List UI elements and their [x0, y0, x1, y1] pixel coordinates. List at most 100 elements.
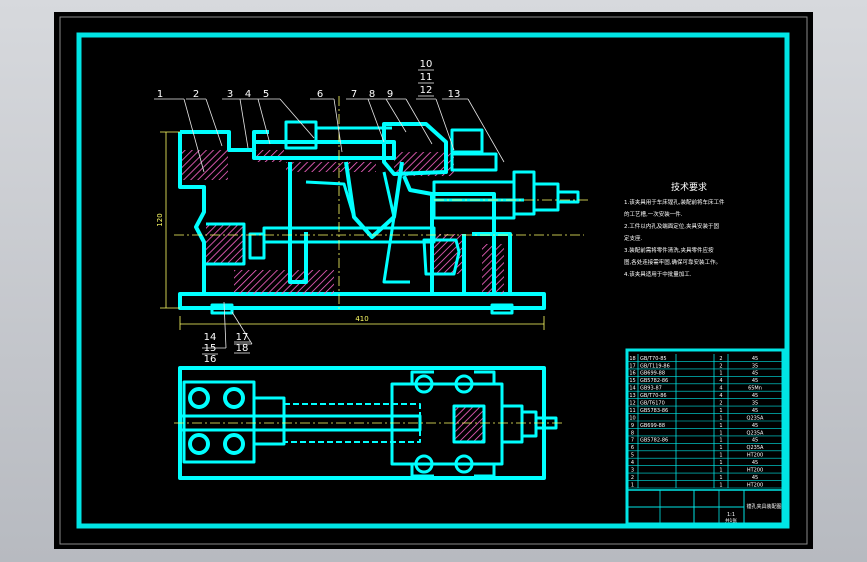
part-label-10: 10 — [420, 59, 433, 70]
upper-shaft — [252, 140, 396, 160]
parts-list-cell-qty: 1 — [719, 453, 722, 459]
part-label-18: 18 — [236, 343, 249, 354]
parts-list-cell-code: GB699-88 — [640, 371, 665, 377]
parts-list-cell-no: 9 — [631, 423, 634, 429]
section-hatch-1 — [182, 150, 228, 180]
parts-list-cell-qty: 4 — [719, 378, 722, 384]
parts-list-cell-no: 14 — [629, 386, 635, 392]
parts-list-cell-code: GB/T70-85 — [640, 356, 667, 362]
parts-list-cell-mat: Q235A — [747, 430, 764, 436]
parts-list-cell-mat: 45 — [752, 393, 758, 399]
part-leaders — [154, 98, 505, 349]
title-block-scale: 1:1 — [727, 512, 735, 518]
parts-list-cell-qty: 1 — [719, 438, 722, 444]
front-section-view — [178, 120, 580, 315]
parts-list-cell-qty: 4 — [719, 386, 722, 392]
parts-list-cell-qty: 2 — [719, 401, 722, 407]
spindle-end — [556, 190, 580, 204]
parts-list-cell-no: 2 — [631, 475, 634, 481]
parts-list-cell-code: GB699-88 — [640, 423, 665, 429]
base-plate — [178, 292, 546, 310]
parts-list-cell-no: 15 — [629, 378, 635, 384]
tech-line-1: 1.该夹具用于车床镗孔,装配前将车床工件 — [624, 198, 725, 206]
parts-list-cell-mat: HT200 — [747, 453, 763, 459]
parts-list-cell-no: 11 — [629, 408, 635, 414]
parts-list-cell-mat: 45 — [752, 408, 758, 414]
part-label-6: 6 — [317, 89, 323, 100]
part-number-labels: 1 2 3 4 5 6 7 8 9 10 11 12 13 14 15 16 1… — [157, 59, 461, 365]
title-block-drawing-name: 镗孔夹具装配图 — [746, 503, 781, 510]
part-label-9: 9 — [387, 89, 393, 100]
parts-list-cell-no: 4 — [631, 460, 634, 466]
parts-list-cell-no: 1 — [631, 482, 634, 488]
dimension-width-text: 410 — [355, 315, 368, 323]
parts-list-cell-mat: 45 — [752, 371, 758, 377]
parts-list-cell-qty: 4 — [719, 393, 722, 399]
part-label-4: 4 — [245, 89, 251, 100]
tech-line-5: 3.装配前需将零件清洗,夹具零件应按 — [624, 246, 714, 254]
tech-line-2: 的工艺槽,一次安装一件. — [624, 210, 683, 218]
parts-list-cell-mat: 45 — [752, 438, 758, 444]
parts-list-cell-qty: 1 — [719, 415, 722, 421]
parts-list-cell-mat: Q235A — [747, 445, 764, 451]
parts-list-cell-mat: 45 — [752, 475, 758, 481]
part-label-1: 1 — [157, 89, 163, 100]
tech-line-3: 2.工件以内孔及端面定位,夹具安装于固 — [624, 222, 719, 230]
parts-list-row: 2 1 45 — [627, 475, 783, 481]
parts-list-cell-qty: 1 — [719, 408, 722, 414]
parts-list-cell-no: 8 — [631, 430, 634, 436]
parts-list-cell-mat: 45 — [752, 356, 758, 362]
tech-line-4: 定支座. — [624, 234, 643, 242]
parts-list-cell-mat: 45 — [752, 423, 758, 429]
part-label-12: 12 — [420, 85, 433, 96]
part-label-11: 11 — [420, 72, 433, 83]
part-label-3: 3 — [227, 89, 233, 100]
part-label-13: 13 — [448, 89, 461, 100]
parts-list-cell-no: 6 — [631, 445, 634, 451]
part-label-7: 7 — [351, 89, 357, 100]
parts-list-cell-qty: 1 — [719, 430, 722, 436]
outer-sheet-border — [59, 16, 808, 545]
parts-list-cell-qty: 1 — [719, 482, 722, 488]
parts-list-cell-qty: 1 — [719, 445, 722, 451]
parts-list-cell-no: 3 — [631, 468, 634, 474]
parts-list-cell-qty: 2 — [719, 363, 722, 369]
parts-list-cell-no: 10 — [629, 415, 635, 421]
parts-list-cell-no: 17 — [629, 363, 635, 369]
bolt-heads — [188, 387, 245, 455]
dimension-lines — [160, 131, 545, 330]
parts-list-cell-mat: 35 — [752, 363, 758, 369]
parts-list-cell-no: 5 — [631, 453, 634, 459]
parts-list-cell-code: GB/T119-86 — [640, 363, 670, 369]
technical-requirements: 技术要求 1.该夹具用于车床镗孔,装配前将车床工件 的工艺槽,一次安装一件. 2… — [624, 181, 725, 278]
tech-line-6: 图,各处连接需牢固,确保可靠安装工作。 — [624, 258, 721, 266]
tech-title: 技术要求 — [671, 181, 707, 193]
part-label-14: 14 — [204, 332, 217, 343]
tech-line-7: 4.该夹具适用于中批量加工. — [624, 270, 692, 278]
assembly-drawing: 120 410 1 2 3 4 5 6 7 8 9 10 11 12 13 14… — [59, 16, 808, 545]
parts-list-cell-no: 13 — [629, 393, 635, 399]
part-label-8: 8 — [369, 89, 375, 100]
part-6-v-block — [288, 161, 404, 284]
parts-list-cell-code: GB93-87 — [640, 386, 662, 392]
parts-list-row: 17 GB/T119-86 2 35 — [627, 363, 783, 369]
parts-list-cell-mat: 45 — [752, 460, 758, 466]
dimension-height-text: 120 — [156, 213, 164, 226]
parts-list-cell-qty: 1 — [719, 475, 722, 481]
part-label-15: 15 — [204, 343, 217, 354]
parts-list-cell-no: 16 — [629, 371, 635, 377]
parts-list-cell-mat: 45 — [752, 378, 758, 384]
part-label-17: 17 — [236, 332, 249, 343]
cad-drawing-canvas[interactable]: 120 410 1 2 3 4 5 6 7 8 9 10 11 12 13 14… — [54, 12, 813, 549]
